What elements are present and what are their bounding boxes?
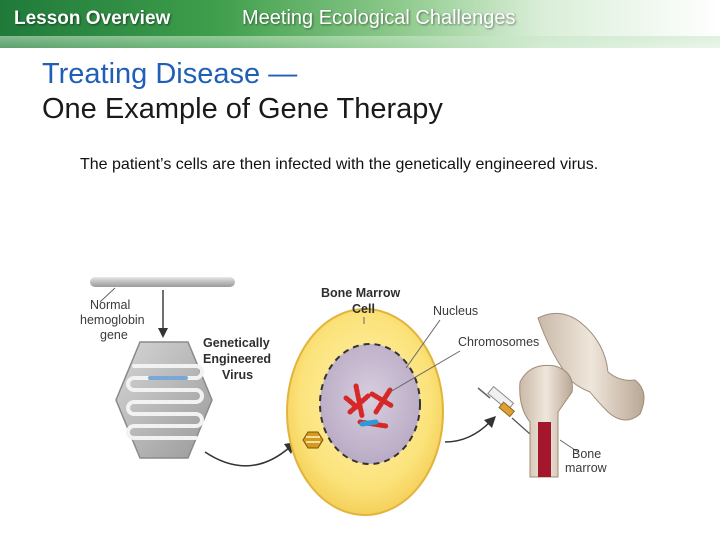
nucleus-pointer (405, 319, 441, 369)
lesson-overview-title: Lesson Overview (14, 8, 171, 29)
virus-label-2: Engineered (203, 352, 271, 366)
femur-bone-icon (519, 364, 573, 478)
marrow-label-2: marrow (565, 461, 608, 475)
syringe-icon (477, 385, 531, 435)
gene-therapy-figure: Normal hemoglobin gene Genetically Engin… (80, 277, 645, 516)
return-arrowhead (484, 416, 496, 428)
section-title: Meeting Ecological Challenges (242, 7, 516, 29)
chromosomes-pointer (389, 350, 461, 393)
nucleus-label: Nucleus (433, 304, 478, 318)
chromosomes-label: Chromosomes (458, 335, 539, 349)
insert-gene-arrowhead (158, 328, 168, 338)
slide-body-text: The patient’s cells are then infected wi… (80, 156, 599, 173)
slide-title-line2: One Example of Gene Therapy (42, 93, 443, 125)
chromosomes-icon (343, 383, 395, 429)
marrow-pointer (559, 439, 579, 453)
normal-gene-pointer (99, 287, 116, 303)
slide-title-line1: Treating Disease — (42, 58, 298, 90)
cell-nucleus (319, 343, 421, 465)
header-glow (0, 36, 720, 48)
virus-label-3: Virus (222, 368, 253, 382)
return-arrow (444, 421, 491, 443)
bone-marrow-region (538, 422, 551, 477)
normal-gene-label-3: gene (100, 328, 128, 342)
cell-label-1: Bone Marrow (321, 286, 400, 300)
marrow-label-1: Bone (572, 447, 601, 461)
virus-label-1: Genetically (203, 336, 270, 350)
normal-gene-strand (90, 277, 235, 287)
normal-gene-label-2: hemoglobin (80, 313, 145, 327)
infect-arrow (204, 446, 291, 467)
virus-particle-icon (302, 431, 324, 449)
normal-gene-label-1: Normal (90, 298, 130, 312)
header-banner: Lesson Overview Meeting Ecological Chall… (0, 0, 720, 48)
slide-title: Treating Disease — One Example of Gene T… (42, 57, 443, 127)
cell-label-2: Cell (352, 302, 375, 316)
